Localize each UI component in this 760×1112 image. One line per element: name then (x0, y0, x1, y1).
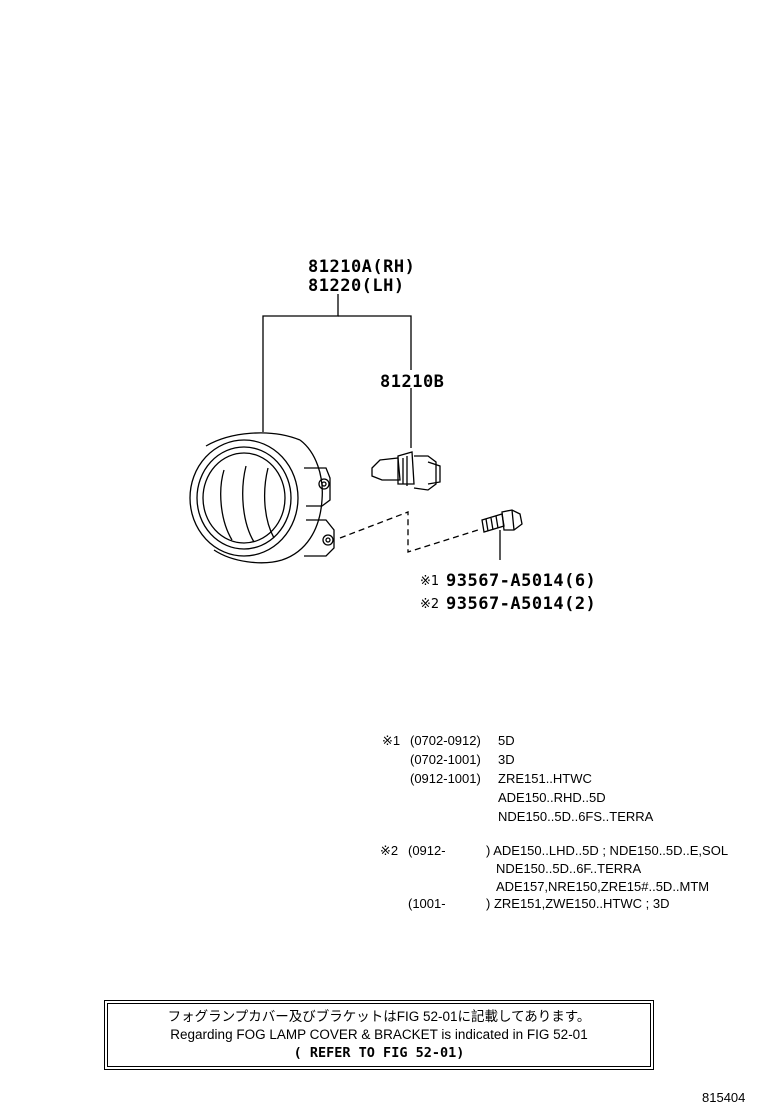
reference-note-box: フォグランプカバー及びブラケットはFIG 52-01に記載してあります。 Reg… (104, 1000, 654, 1070)
note-2-line-4-code: (1001- (408, 896, 446, 911)
note-2-line-2: NDE150..5D..6F..TERRA (496, 861, 642, 876)
note-1-line-1-value: 5D (498, 733, 515, 748)
leader-line-lamp (262, 294, 339, 432)
note-1-mark: ※1 (382, 733, 401, 748)
part-number-81220-lh[interactable]: 81220(LH) (308, 276, 405, 296)
reference-note-english: Regarding FOG LAMP COVER & BRACKET is in… (170, 1027, 588, 1042)
reference-note-refer[interactable]: ( REFER TO FIG 52-01) (293, 1045, 465, 1061)
part-number-screw-2[interactable]: 93567-A5014(2) (446, 594, 597, 614)
note-2-line-1-code: (0912- (408, 843, 446, 858)
leader-line-bulb (338, 315, 412, 370)
note-2-line-4-value: ) ZRE151,ZWE150..HTWC ; 3D (486, 896, 670, 911)
reference-note-japanese: フォグランプカバー及びブラケットはFIG 52-01に記載してあります。 (167, 1009, 591, 1024)
note-1-line-3-value: ZRE151..HTWC (498, 771, 592, 786)
figure-id: 815404 (702, 1090, 746, 1105)
note-1-line-1-code: (0702-0912) (410, 733, 481, 748)
fog-lamp-housing (189, 432, 335, 564)
part-number-81210a-rh[interactable]: 81210A(RH) (308, 257, 416, 277)
note-1-line-2-code: (0702-1001) (410, 752, 481, 767)
screw-2-mark: ※2 (420, 597, 440, 612)
note-2-mark: ※2 (380, 843, 399, 858)
note-2-line-1-value: ) ADE150..LHD..5D ; NDE150..5D..E,SOL (486, 843, 729, 858)
mounting-dash-line (339, 511, 479, 553)
mounting-screw (481, 509, 523, 560)
part-number-81210b[interactable]: 81210B (380, 372, 445, 392)
part-number-screw-1[interactable]: 93567-A5014(6) (446, 571, 597, 591)
note-1-line-3-code: (0912-1001) (410, 771, 481, 786)
note-1-line-2-value: 3D (498, 752, 515, 767)
fog-lamp-bulb (371, 451, 441, 491)
note-1-line-5: NDE150..5D..6FS..TERRA (498, 809, 654, 824)
note-1-line-4: ADE150..RHD..5D (498, 790, 606, 805)
screw-1-mark: ※1 (420, 574, 440, 589)
note-2-line-3: ADE157,NRE150,ZRE15#..5D..MTM (496, 879, 710, 894)
